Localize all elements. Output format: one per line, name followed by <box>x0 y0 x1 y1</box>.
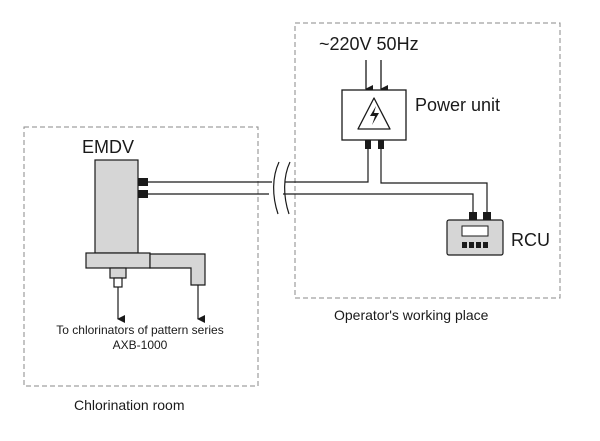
cable-break-mark <box>273 161 291 215</box>
high-voltage-warning-icon <box>357 97 391 130</box>
emdv-connector-top <box>138 178 148 186</box>
remote-control-unit-icon <box>446 212 504 256</box>
operator-place-boundary <box>294 22 561 299</box>
chlorination-room-label: Chlorination room <box>74 397 185 413</box>
cable-power-to-rcu <box>380 149 488 213</box>
supply-label: ~220V 50Hz <box>319 34 419 54</box>
power-unit <box>341 89 407 149</box>
cable-power-to-emdv <box>148 149 369 183</box>
operator-place-label: Operator's working place <box>334 307 489 323</box>
rcu-connector-left <box>469 212 477 220</box>
chlorinators-label: To chlorinators of pattern series AXB-10… <box>40 323 240 353</box>
power-unit-label: Power unit <box>415 95 501 115</box>
emdv-label: EMDV <box>82 137 135 157</box>
emdv-device <box>85 159 206 288</box>
chlorinators-label-line2: AXB-1000 <box>112 338 168 352</box>
rcu-label: RCU <box>511 230 550 250</box>
emdv-connector-bottom <box>138 190 148 198</box>
power-unit-connector-left <box>365 140 371 149</box>
cable-emdv-to-rcu <box>148 193 474 213</box>
chlorination-room-boundary <box>23 126 259 387</box>
rcu-connector-right <box>483 212 491 220</box>
rcu-display <box>461 225 489 237</box>
power-unit-connector-right <box>378 140 384 149</box>
chlorinators-label-line1: To chlorinators of pattern series <box>56 323 224 337</box>
